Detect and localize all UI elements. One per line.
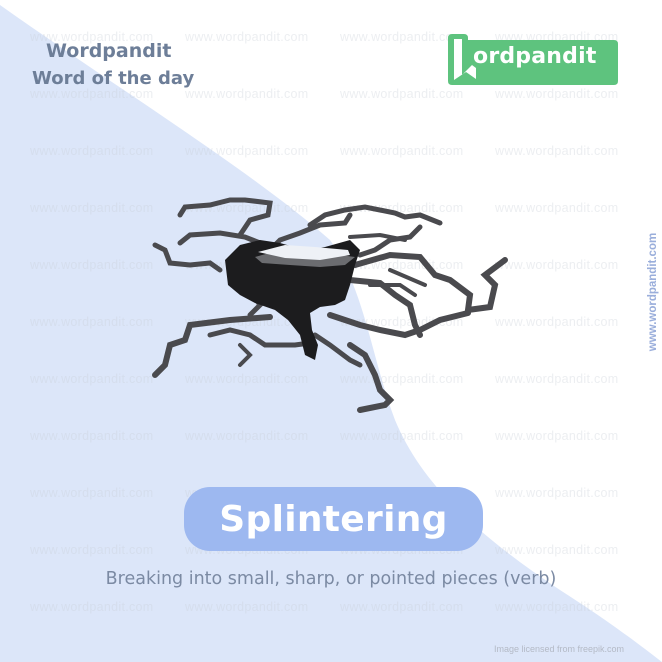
vertical-url: www.wordpandit.com — [647, 232, 659, 352]
word-definition: Breaking into small, sharp, or pointed p… — [105, 569, 557, 589]
cracked-surface-icon — [152, 197, 508, 413]
image-credit: Image licensed from freepik.com — [494, 644, 625, 654]
wordpandit-logo[interactable]: ordpandit — [448, 34, 618, 85]
word-pill: Splintering — [184, 487, 483, 551]
brand-subtitle: Word of the day — [32, 68, 195, 89]
word-term: Splintering — [219, 498, 448, 540]
brand-title: Wordpandit — [46, 40, 172, 62]
logo-text: ordpandit — [473, 44, 597, 69]
bookmark-w-icon — [448, 34, 618, 85]
